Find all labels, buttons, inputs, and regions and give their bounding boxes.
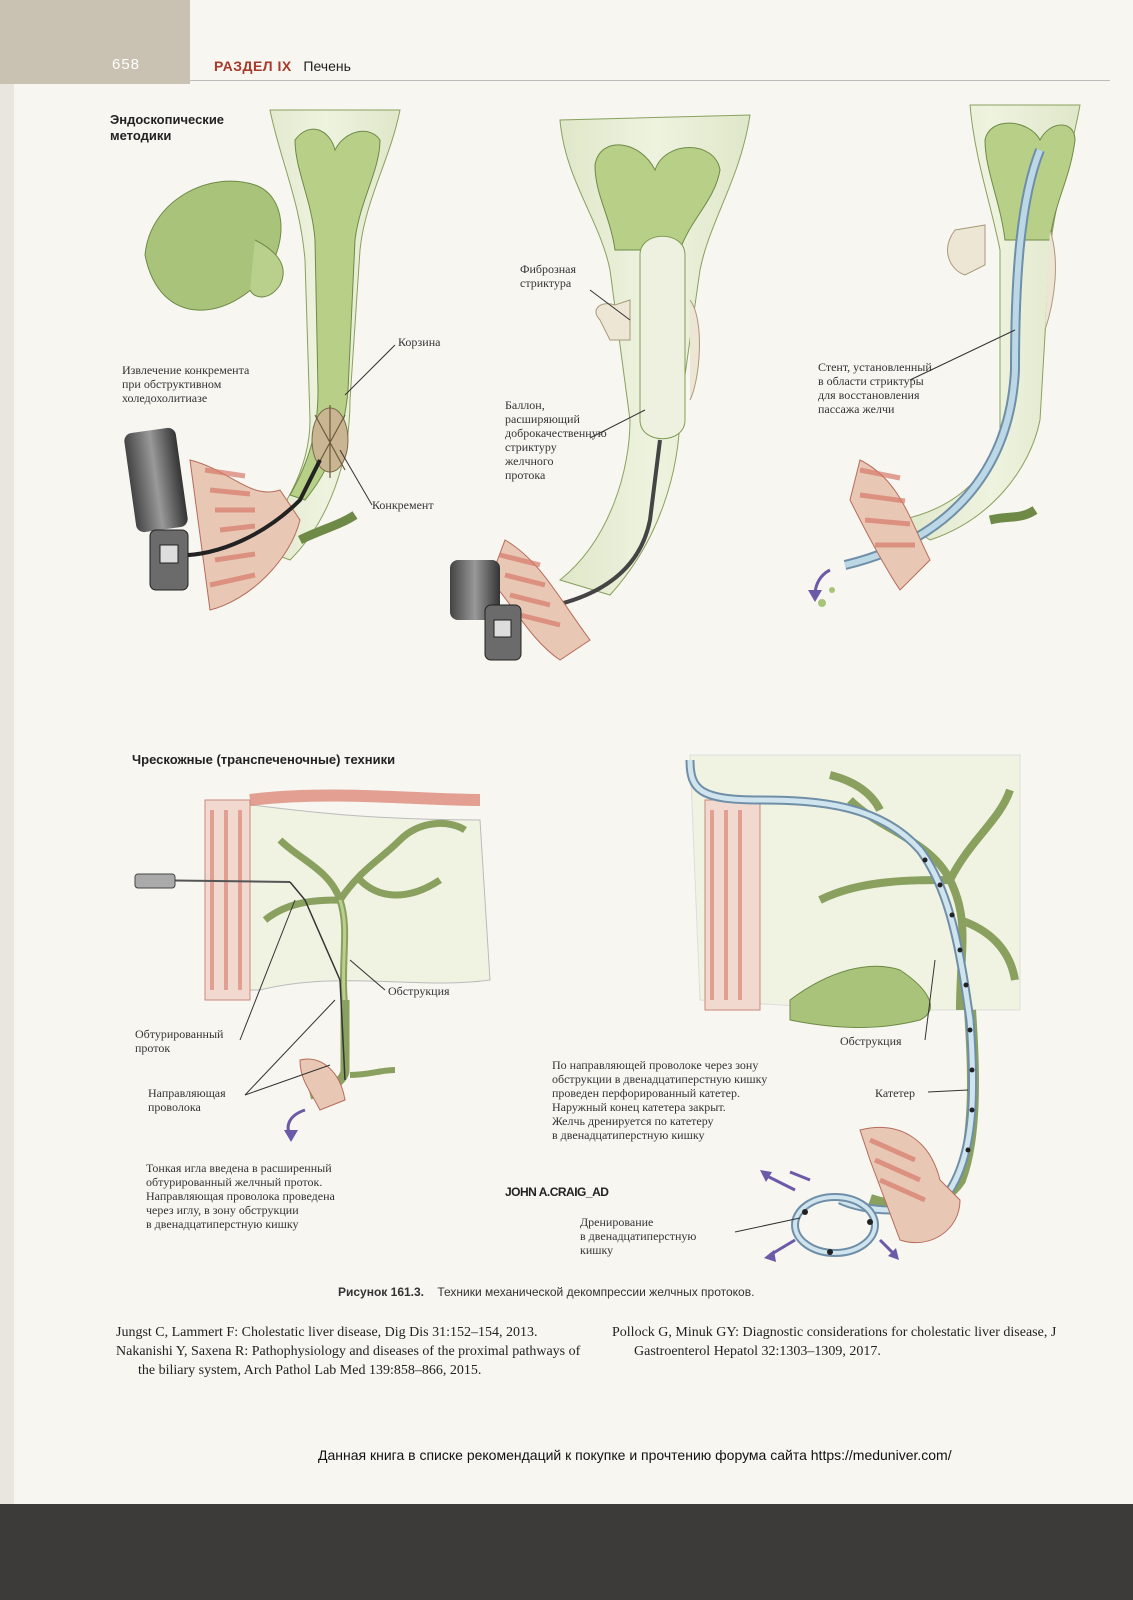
biliary-decompression-illustration — [124, 104, 1081, 1262]
label-stent: Стент, установленный в области стриктуры… — [818, 360, 932, 416]
panel5-description-line2: обструкции в двенадцатиперстную кишку — [552, 1072, 768, 1086]
panel3-art — [808, 104, 1081, 607]
label-balloon-line5: желчного — [505, 454, 554, 468]
label-guidewire: Направляющая проволока — [148, 1086, 226, 1114]
label-balloon-line3: доброкачественную — [505, 426, 607, 440]
label-stricture-line1: Фиброзная — [520, 262, 577, 276]
section-title: Печень — [303, 58, 351, 74]
endoscopic-heading: Эндоскопические методики — [110, 112, 224, 144]
label-drainage: Дренирование в двенадцатиперстную кишку — [580, 1215, 696, 1257]
label-obstruction-right: Обструкция — [840, 1034, 902, 1048]
label-guidewire-line2: проволока — [148, 1100, 201, 1114]
label-obturated-duct: Обтурированный проток — [135, 1027, 223, 1055]
label-balloon-line1: Баллон, — [505, 398, 545, 412]
reference-item: Pollock G, Minuk GY: Diagnostic consider… — [612, 1325, 1057, 1359]
panel4-description-line4: через иглу, в зону обструкции — [146, 1203, 299, 1217]
panel5-description-line3: проведен перфорированный катетер. — [552, 1086, 740, 1100]
label-catheter: Катетер — [875, 1086, 916, 1100]
label-stone: Конкремент — [372, 498, 434, 512]
figure-caption: Рисунок 161.3. Техники механической деко… — [338, 1285, 754, 1299]
panel4-description-line1: Тонкая игла введена в расширенный — [146, 1161, 332, 1175]
label-drainage-line1: Дренирование — [580, 1215, 654, 1229]
page-number-tab — [0, 0, 190, 84]
label-extraction-line3: холедохолитиазе — [122, 391, 208, 405]
label-balloon-line2: расширяющий — [505, 412, 580, 426]
label-basket: Корзина — [398, 335, 441, 349]
panel5-description-line6: в двенадцатиперстную кишку — [552, 1128, 705, 1142]
label-obstruction-left: Обструкция — [388, 984, 450, 998]
panel5-description-line5: Желчь дренируется по катетеру — [552, 1114, 714, 1128]
panel5-art — [685, 754, 1021, 1262]
label-obturated-duct-line2: проток — [135, 1041, 171, 1055]
label-drainage-line3: кишку — [580, 1243, 614, 1257]
panel4-art — [134, 789, 491, 1142]
label-balloon: Баллон, расширяющий доброкачественную ст… — [505, 398, 607, 482]
page-gutter — [0, 84, 14, 1504]
reference-item: Jungst C, Lammert F: Cholestatic liver d… — [116, 1325, 538, 1340]
panel4-description-line2: обтурированный желчный проток. — [146, 1175, 323, 1189]
section-label: РАЗДЕЛ IX — [214, 58, 292, 74]
label-extraction-line2: при обструктивном — [122, 377, 222, 391]
label-stricture-line2: стриктура — [520, 276, 572, 290]
panel1-art — [124, 109, 401, 611]
panel4-description-line5: в двенадцатиперстную кишку — [146, 1217, 299, 1231]
leader-lines — [239, 289, 1016, 1233]
label-drainage-line2: в двенадцатиперстную — [580, 1229, 697, 1243]
reference-item: Nakanishi Y, Saxena R: Pathophysiology a… — [116, 1344, 581, 1378]
illustrator-signature: JOHN A.CRAIG_AD — [505, 1185, 609, 1199]
section-header: РАЗДЕЛ IX Печень — [214, 58, 351, 74]
panel2-art — [450, 114, 751, 661]
label-stent-line1: Стент, установленный — [818, 360, 932, 374]
label-extraction: Извлечение конкремента при обструктивном… — [122, 363, 249, 405]
endoscopic-heading-line2: методики — [110, 128, 172, 143]
label-stent-line4: пассажа желчи — [818, 402, 895, 416]
percutaneous-heading: Чрескожные (транспеченочные) техники — [132, 752, 396, 767]
label-stricture: Фиброзная стриктура — [520, 262, 576, 290]
figure-caption-text: Техники механической декомпрессии желчны… — [437, 1285, 755, 1299]
label-obturated-duct-line1: Обтурированный — [135, 1027, 224, 1041]
label-stent-line3: для восстановления — [818, 388, 920, 402]
panel5-description-line1: По направляющей проволоке через зону — [552, 1058, 759, 1072]
panel4-description: Тонкая игла введена в расширенный обтури… — [146, 1161, 335, 1231]
footer-note: Данная книга в списке рекомендаций к пок… — [318, 1447, 952, 1463]
endoscopic-heading-line1: Эндоскопические — [110, 112, 225, 127]
label-balloon-line4: стриктуру — [505, 440, 557, 454]
bottom-scan-band — [0, 1504, 1133, 1600]
references-right-column: Pollock G, Minuk GY: Diagnostic consider… — [612, 1323, 1087, 1361]
page-number: 658 — [112, 56, 141, 73]
figure-caption-label: Рисунок 161.3. — [338, 1285, 425, 1299]
label-extraction-line1: Извлечение конкремента — [122, 363, 250, 377]
label-balloon-line6: протока — [505, 468, 546, 482]
header-rule — [190, 80, 1110, 81]
label-guidewire-line1: Направляющая — [148, 1086, 226, 1100]
references-left-column: Jungst C, Lammert F: Cholestatic liver d… — [116, 1323, 586, 1380]
panel5-description-line4: Наружный конец катетера закрыт. — [552, 1100, 726, 1114]
panel4-description-line3: Направляющая проволока проведена — [146, 1189, 335, 1203]
panel5-description: По направляющей проволоке через зону обс… — [552, 1058, 767, 1142]
label-stent-line2: в области стриктуры — [818, 374, 924, 388]
